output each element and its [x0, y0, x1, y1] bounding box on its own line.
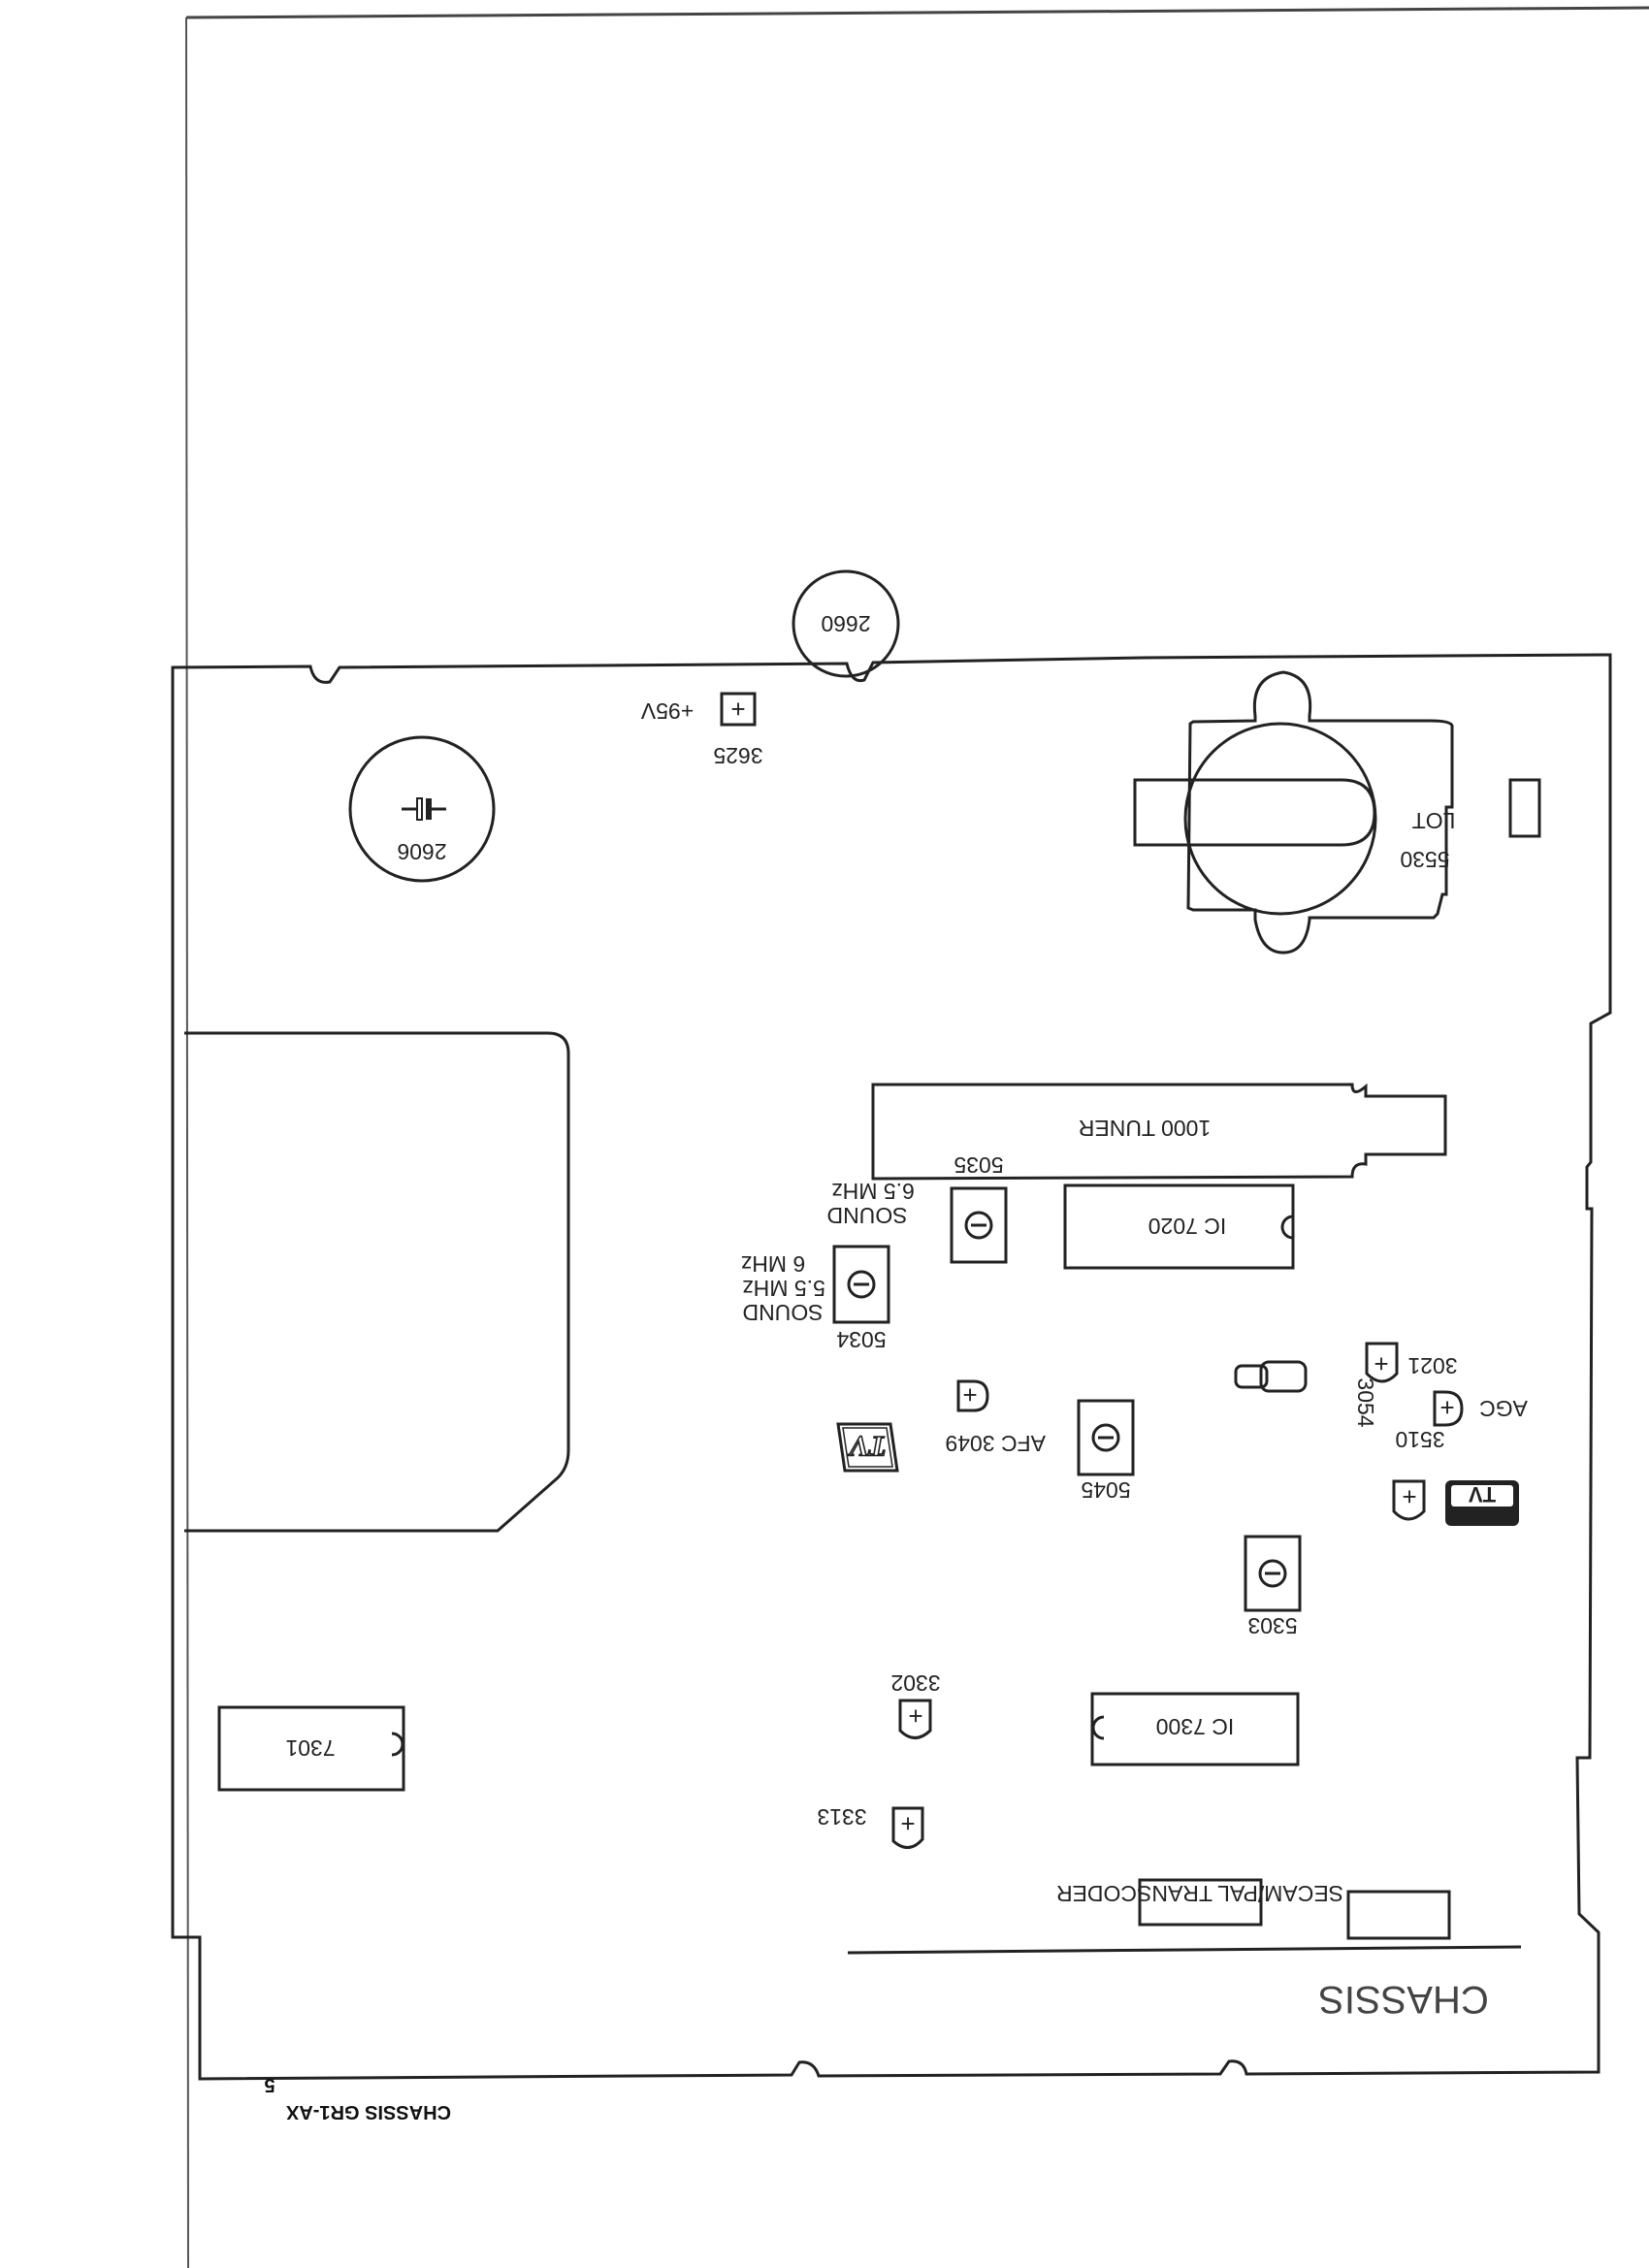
- lot-pin: [1508, 778, 1541, 838]
- trimmer-3313-label: 3313: [817, 1804, 866, 1830]
- afc-label: AFC: [1001, 1431, 1046, 1456]
- sound-a-freq: 6.5 MHz: [831, 1179, 915, 1204]
- coil-5034-slot: [847, 1270, 876, 1299]
- tv-badge-label: TV: [1469, 1482, 1496, 1507]
- testpoint-3625: [720, 692, 757, 727]
- page-left-edge: [185, 16, 189, 2268]
- capacitor-2660: [792, 569, 900, 678]
- ic-7301-notch: [391, 1732, 404, 1757]
- coil-5303: [1244, 1535, 1302, 1612]
- tv-logo-icon: [836, 1422, 899, 1473]
- ic-7301-body: [217, 1705, 405, 1792]
- coil-5045-slot: [1091, 1423, 1120, 1452]
- trimmer-3021: [1433, 1390, 1464, 1427]
- rotated-print-layer: SECAM/PAL TRANSCODER IC 7300 7301 + 3313…: [171, 569, 1612, 2122]
- coil-5035-label: 5035: [954, 1152, 1003, 1178]
- ic-7301-label: 7301: [285, 1735, 335, 1761]
- coil-5034: [832, 1245, 890, 1324]
- trimmer-3510: [1392, 1479, 1426, 1521]
- trimmer-3054: [1365, 1342, 1399, 1383]
- ic-7020-notch: [1280, 1215, 1294, 1240]
- connector-left-top: [1346, 1890, 1451, 1940]
- lot-slot: [1133, 778, 1376, 847]
- coil-5045-label: 5045: [1081, 1477, 1130, 1503]
- coil-5303-slot: [1258, 1559, 1287, 1588]
- voltage-label: +95V: [640, 698, 694, 724]
- tuner-body: [871, 1083, 1447, 1181]
- trimmer-3313-symbol: +: [900, 1809, 915, 1838]
- footer-model: CHASSIS GR1-AX: [285, 2101, 451, 2122]
- trimmer-3054-label: 3054: [1353, 1377, 1378, 1427]
- trimmer-3313: [891, 1806, 924, 1849]
- connector-left-bottom: [1138, 1878, 1263, 1927]
- lot-core: [1183, 722, 1377, 916]
- trimmer-3302: [898, 1699, 932, 1739]
- transcoder-baseline: [847, 1945, 1522, 1955]
- ic-7020-body: [1063, 1183, 1295, 1270]
- lot-number-label: 5530: [1400, 847, 1449, 872]
- sound-b-freq-1: 5.5 MHz: [742, 1276, 825, 1301]
- sound-b-freq-2: 6 MHz: [741, 1251, 805, 1277]
- coil-5303-label: 5303: [1247, 1613, 1297, 1638]
- capacitor-2606: [348, 735, 496, 883]
- trimmer-3021-symbol: +: [1439, 1393, 1454, 1422]
- testpoint-3625-label: 3625: [713, 743, 762, 768]
- lot-label: LOT: [1412, 808, 1456, 833]
- ic-7020-label: IC 7020: [1148, 1214, 1227, 1239]
- capacitor-polarity-icon: [402, 797, 446, 821]
- transcoder-label: SECAM/PAL TRANSCODER: [1056, 1881, 1343, 1906]
- trimmer-3049-symbol: +: [962, 1380, 977, 1409]
- testpoint-3625-symbol: +: [730, 695, 745, 724]
- svg-text:TV: TV: [847, 1430, 887, 1462]
- agc-label: AGC: [1479, 1396, 1528, 1421]
- sound-b-label: SOUND: [742, 1300, 823, 1325]
- trimmer-3054-symbol: +: [1374, 1349, 1388, 1378]
- trimmer-3049-label: 3049: [945, 1431, 994, 1456]
- trimmer-3302-symbol: +: [908, 1701, 922, 1731]
- page-top-edge: [185, 6, 1649, 19]
- coil-5035-slot: [964, 1211, 993, 1240]
- coil-5034-label: 5034: [836, 1327, 886, 1352]
- ic-7300-label: IC 7300: [1156, 1714, 1235, 1739]
- ic-7300-notch: [1091, 1715, 1105, 1740]
- board-outline: [171, 653, 1612, 2081]
- capacitor-2606-label: 2606: [397, 839, 446, 864]
- sound-a-label: SOUND: [826, 1203, 907, 1228]
- fuse-link: [1259, 1360, 1308, 1393]
- coil-5035: [950, 1186, 1008, 1264]
- page-title: CHASSIS: [1318, 1978, 1489, 2021]
- lot-outline: [1186, 670, 1454, 955]
- trimmer-3510-label: 3510: [1395, 1427, 1444, 1452]
- trimmer-3021-label: 3021: [1407, 1353, 1457, 1378]
- trimmer-3049: [956, 1379, 989, 1412]
- trimmer-3302-label: 3302: [890, 1670, 940, 1696]
- tuner-label: 1000 TUNER: [1079, 1116, 1211, 1141]
- capacitor-2660-label: 2660: [821, 611, 870, 636]
- coil-5045: [1077, 1399, 1135, 1476]
- trimmer-3510-symbol: +: [1402, 1482, 1416, 1511]
- cutout-region: [184, 1031, 570, 1533]
- page-number: 5: [264, 2074, 275, 2095]
